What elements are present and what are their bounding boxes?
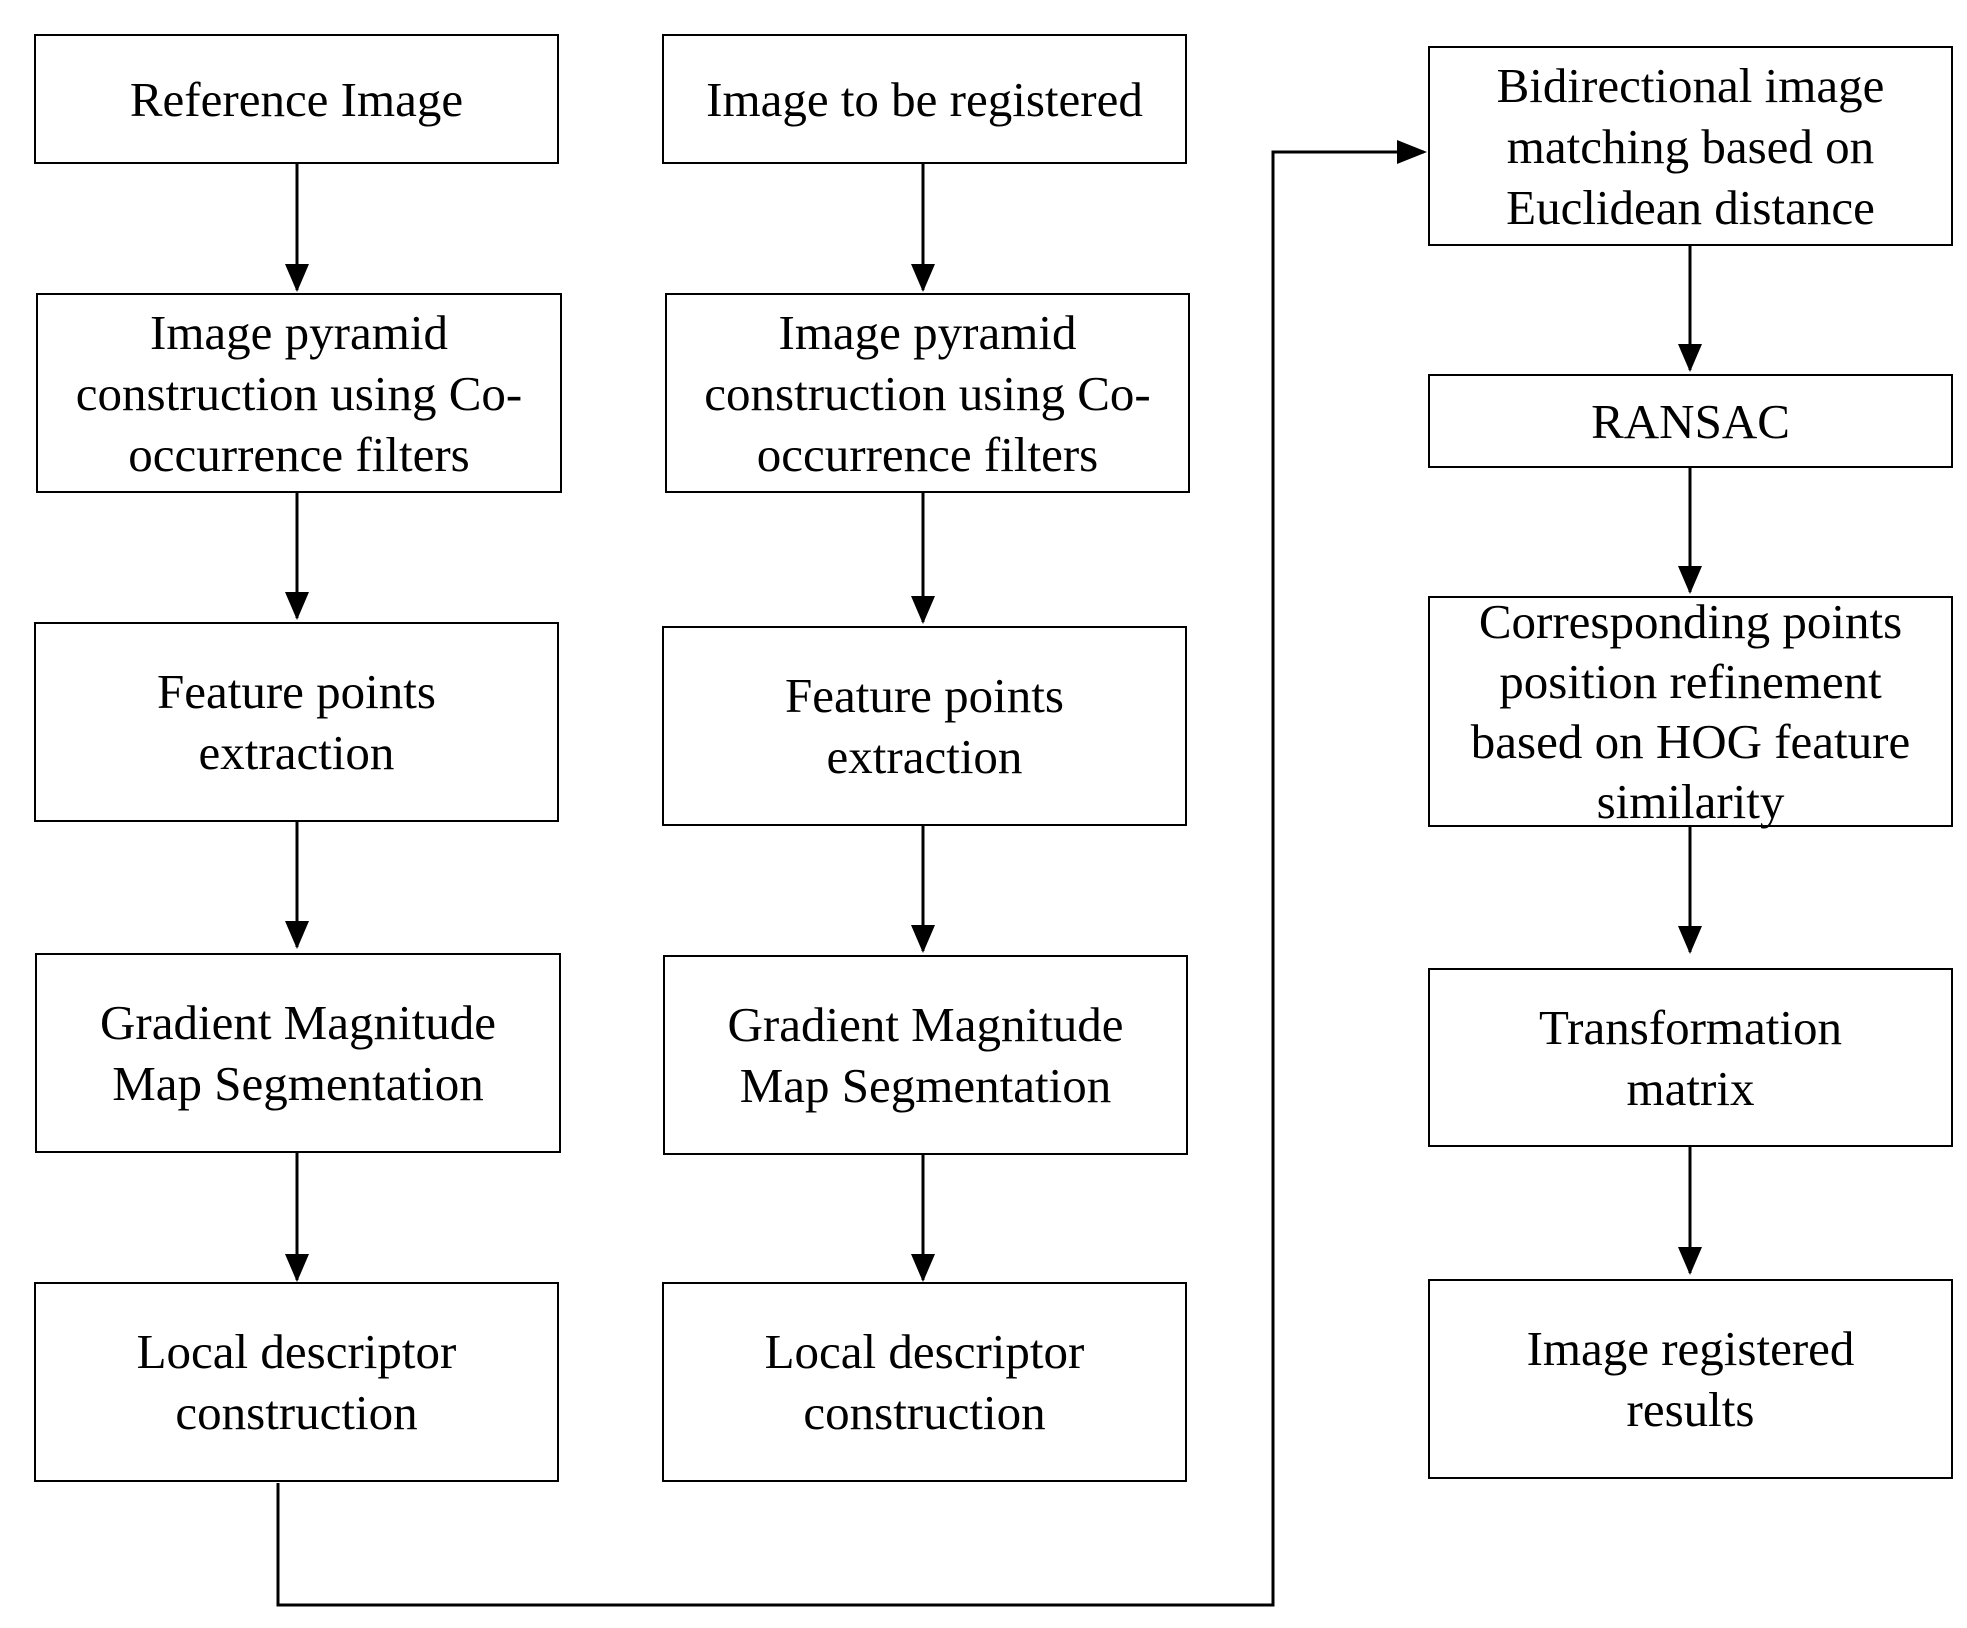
position-refinement-box: Corresponding points position refinement… xyxy=(1428,594,1953,829)
feature-extraction-box-left: Feature points extraction xyxy=(34,622,559,822)
arrowhead-10 xyxy=(1678,344,1702,372)
arrowhead-11 xyxy=(1678,566,1702,594)
connector-descriptor-to-matching xyxy=(276,150,1424,1607)
transformation-matrix-box: Transformation matrix xyxy=(1428,968,1953,1147)
pyramid-construction-box-right: Image pyramid construction using Co- occ… xyxy=(665,293,1190,493)
arrowhead-1 xyxy=(285,264,309,292)
pyramid-construction-box-left: Image pyramid construction using Co- occ… xyxy=(36,293,562,493)
arrowhead-4 xyxy=(285,1254,309,1282)
ransac-box: RANSAC xyxy=(1428,374,1953,468)
image-to-register-box: Image to be registered xyxy=(662,34,1187,164)
bidirectional-matching-box: Bidirectional image matching based on Eu… xyxy=(1428,46,1953,246)
local-descriptor-box-right: Local descriptor construction xyxy=(662,1282,1187,1482)
gradient-segmentation-box-right: Gradient Magnitude Map Segmentation xyxy=(663,955,1188,1155)
arrowhead-12 xyxy=(1678,926,1702,954)
arrowhead-13 xyxy=(1678,1247,1702,1275)
registered-results-box: Image registered results xyxy=(1428,1279,1953,1479)
arrowhead-7 xyxy=(911,925,935,953)
gradient-segmentation-box-left: Gradient Magnitude Map Segmentation xyxy=(35,953,561,1153)
arrowhead-3 xyxy=(285,921,309,949)
arrowhead-2 xyxy=(285,592,309,620)
arrowhead-9 xyxy=(1397,140,1427,164)
local-descriptor-box-left: Local descriptor construction xyxy=(34,1282,559,1482)
arrowhead-5 xyxy=(911,264,935,292)
arrowhead-8 xyxy=(911,1254,935,1282)
feature-extraction-box-right: Feature points extraction xyxy=(662,626,1187,826)
arrowhead-6 xyxy=(911,596,935,624)
reference-image-box: Reference Image xyxy=(34,34,559,164)
